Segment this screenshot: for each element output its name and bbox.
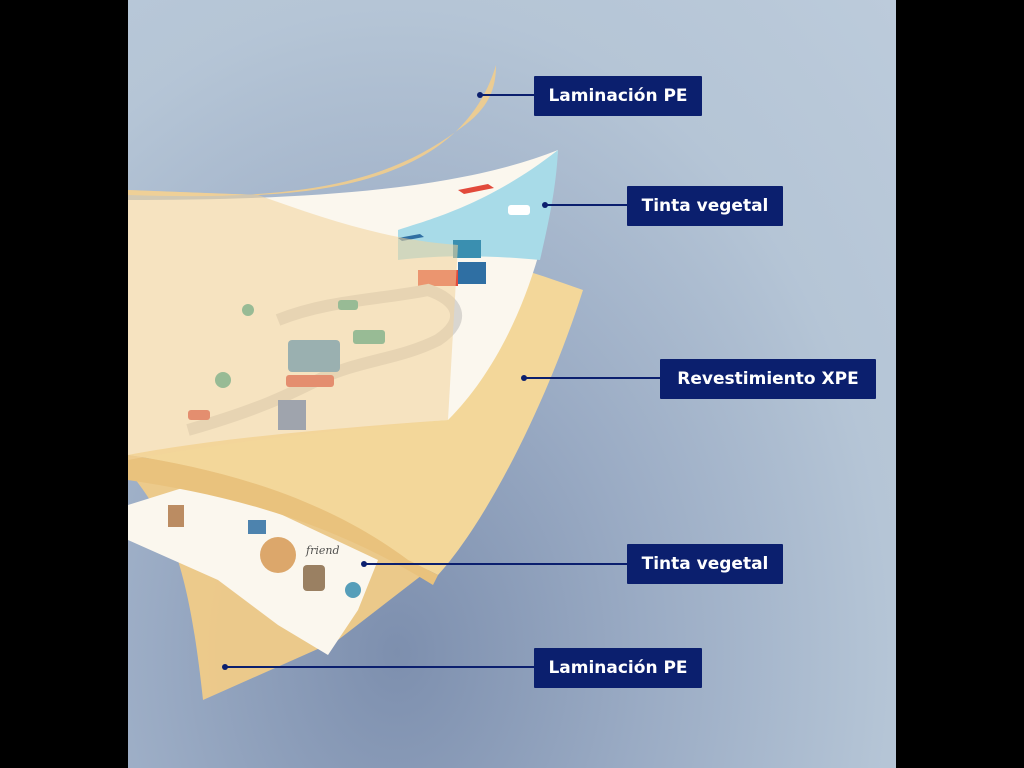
label-pe-top: Laminación PE (534, 76, 702, 116)
label-ink-bottom: Tinta vegetal (627, 544, 783, 584)
connector-line-xpe (526, 377, 660, 379)
bottom-print-sheet (128, 480, 378, 655)
connector-line-ink-top (547, 204, 627, 206)
label-pe-bottom: Laminación PE (534, 648, 702, 688)
top-pe-film (128, 65, 496, 197)
label-ink-top: Tinta vegetal (627, 186, 783, 226)
connector-line-pe-bottom (227, 666, 534, 668)
connector-dot-ink-top (542, 202, 548, 208)
bottom-print-text: friend (305, 544, 339, 557)
connector-dot-ink-bottom (361, 561, 367, 567)
top-pe-film-body (128, 190, 458, 460)
connector-dot-xpe (521, 375, 527, 381)
connector-dot-pe-bottom (222, 664, 228, 670)
connector-dot-pe-top (477, 92, 483, 98)
bottom-print-motifs: friend (168, 505, 361, 598)
label-xpe: Revestimiento XPE (660, 359, 876, 399)
layers-illustration: friend (128, 65, 583, 700)
connector-line-ink-bottom (366, 563, 627, 565)
connector-line-pe-top (482, 94, 534, 96)
layer-diagram: friend Laminación PE (128, 0, 896, 768)
top-print-sky (398, 150, 558, 260)
